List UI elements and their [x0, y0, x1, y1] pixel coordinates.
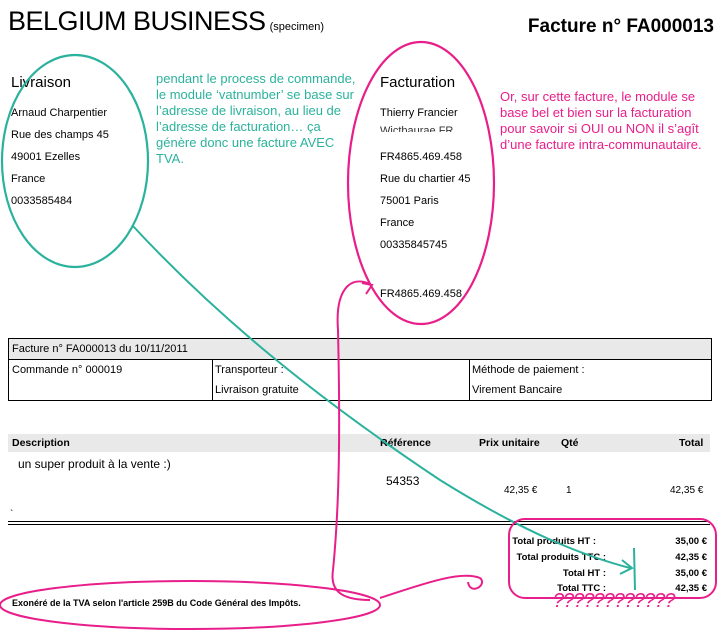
divider — [212, 360, 213, 400]
row-reference: 54353 — [386, 474, 420, 488]
invoice-info-header-row — [9, 339, 711, 360]
invoice-title: Facture n° FA000013 — [527, 16, 714, 37]
livraison-highlight-ellipse — [0, 53, 150, 269]
facturation-line: FR4865.469.458 — [380, 151, 462, 163]
pink-annotation-note: Or, sur cette facture, le module se base… — [500, 89, 702, 152]
vat-exemption-footer: Exonéré de la TVA selon l'article 259B d… — [12, 598, 301, 608]
row-total: 42,35 € — [670, 485, 704, 496]
col-reference: Référence — [380, 437, 431, 449]
total-value: 35,00 € — [675, 568, 707, 579]
footer-highlight-ellipse — [0, 580, 381, 630]
total-label: Total HT : — [562, 568, 606, 579]
facturation-line: 75001 Paris — [380, 195, 439, 207]
pink-loop-stroke — [379, 574, 483, 599]
company-name-text: BELGIUM BUSINESS — [8, 6, 266, 36]
table-bottom-rule — [8, 524, 710, 525]
col-description: Description — [12, 437, 70, 449]
livraison-line: 49001 Ezelles — [11, 151, 81, 163]
invoice-info-box — [8, 338, 712, 401]
col-prix-unitaire: Prix unitaire — [479, 437, 540, 449]
totals-highlight-box — [508, 518, 717, 599]
company-name: BELGIUM BUSINESS(specimen) — [8, 6, 324, 37]
row-prix: 42,35 € — [504, 485, 538, 496]
livraison-line: Arnaud Charpentier — [11, 107, 108, 119]
total-label: Total TTC : — [557, 583, 606, 594]
transporteur-label: Transporteur : — [215, 364, 284, 376]
livraison-line: France — [11, 173, 46, 185]
col-qte: Qté — [561, 437, 579, 449]
paiement-label: Méthode de paiement : — [472, 364, 585, 376]
commande-number: Commande n° 000019 — [12, 364, 123, 376]
divider — [469, 360, 470, 400]
row-qte: 1 — [566, 485, 572, 496]
facturation-vat: FR4865.469.458 — [380, 288, 462, 300]
specimen-label: (specimen) — [269, 21, 324, 33]
question-marks-annotation: ???????????? — [553, 590, 675, 612]
facturation-line: Thierry Francier — [380, 107, 458, 119]
livraison-title: Livraison — [11, 74, 72, 91]
total-value: 42,35 € — [675, 552, 707, 563]
total-value: 42,35 € — [675, 583, 707, 594]
total-value: 35,00 € — [675, 536, 707, 547]
teal-mark — [633, 547, 636, 591]
transporteur-value: Livraison gratuite — [215, 384, 299, 396]
paiement-value: Virement Bancaire — [472, 384, 563, 396]
livraison-line: Rue des champs 45 — [11, 129, 109, 141]
col-total: Total — [679, 437, 704, 449]
facturation-title: Facturation — [380, 74, 456, 91]
facturation-line: 00335845745 — [380, 239, 448, 251]
stray-mark: ` — [10, 509, 14, 520]
teal-arrowhead — [619, 559, 634, 575]
livraison-line: 0033585484 — [11, 195, 73, 207]
facturation-line-obscured: Wictbaurae FR — [380, 125, 454, 132]
pink-arrowhead — [361, 282, 374, 295]
row-description: un super produit à la vente :) — [18, 457, 171, 471]
teal-annotation-note: pendant le process de commande, le modul… — [156, 71, 356, 166]
facturation-line: Rue du chartier 45 — [380, 173, 471, 185]
table-header — [8, 434, 710, 452]
teal-connector-line — [131, 224, 631, 569]
total-label: Total produits TTC : — [516, 552, 606, 563]
pink-connector-line — [331, 280, 371, 601]
facture-date-line: Facture n° FA000013 du 10/11/2011 — [12, 343, 188, 355]
facturation-line: France — [380, 217, 415, 229]
facturation-highlight-ellipse — [346, 40, 496, 326]
table-bottom-rule — [8, 521, 710, 522]
